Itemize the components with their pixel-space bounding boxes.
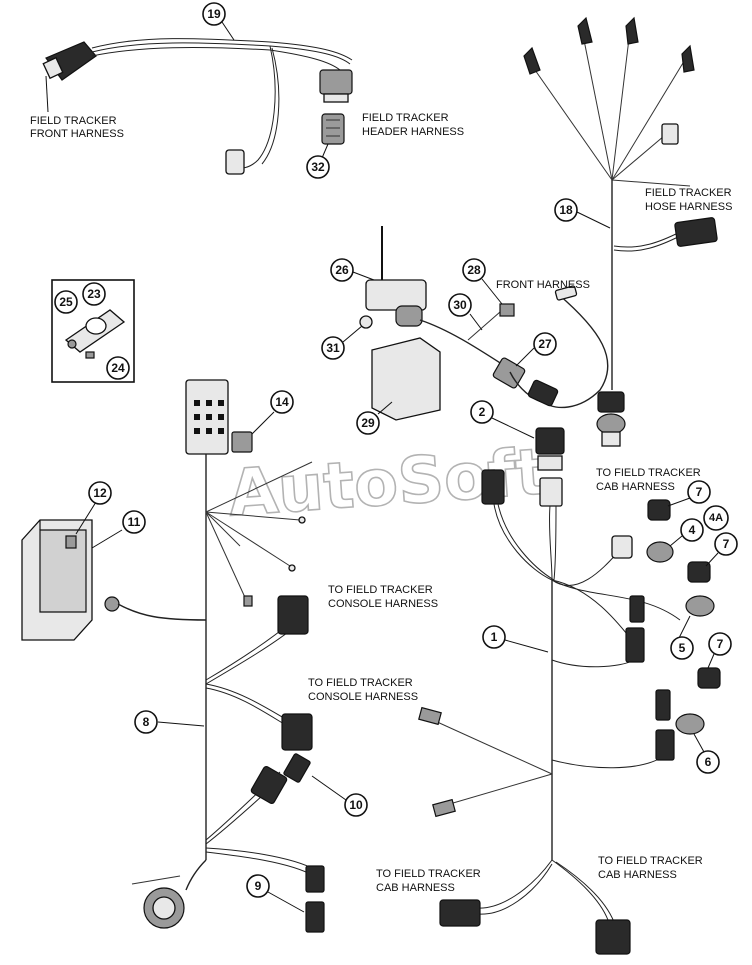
svg-text:28: 28 <box>467 263 481 277</box>
callout-6: 6 <box>693 733 720 774</box>
callout-12: 12 <box>75 481 112 535</box>
callout-14: 14 <box>251 390 294 435</box>
callout-10: 10 <box>311 775 368 817</box>
controller-module <box>21 519 207 641</box>
callout-4a: 4A <box>703 505 729 531</box>
svg-text:5: 5 <box>679 641 686 655</box>
callout-25: 25 <box>54 290 78 314</box>
callout-5: 5 <box>670 615 694 660</box>
svg-text:19: 19 <box>207 7 221 21</box>
callout-2: 2 <box>470 400 535 439</box>
label-field-tracker-hose-harness: FIELD TRACKER HOSE HARNESS <box>645 187 735 213</box>
callout-7-middle: 7 <box>705 532 738 567</box>
front-harness-connector <box>509 285 609 409</box>
harness-1-assembly <box>418 427 721 955</box>
callout-24: 24 <box>106 356 130 380</box>
callout-28: 28 <box>462 258 503 305</box>
svg-text:12: 12 <box>93 486 107 500</box>
callout-31: 31 <box>321 325 363 360</box>
svg-text:23: 23 <box>87 287 101 301</box>
svg-text:6: 6 <box>705 755 712 769</box>
svg-text:7: 7 <box>717 637 724 651</box>
svg-text:14: 14 <box>275 395 289 409</box>
callout-23: 23 <box>82 282 106 306</box>
label-front-harness: FRONT HARNESS <box>496 279 590 291</box>
label-to-field-tracker-console-harness-2: TO FIELD TRACKER CONSOLE HARNESS <box>308 677 418 703</box>
callout-9: 9 <box>246 874 305 913</box>
field-tracker-hose-harness-assembly <box>523 16 718 447</box>
label-to-field-tracker-console-harness-1: TO FIELD TRACKER CONSOLE HARNESS <box>328 584 438 610</box>
label-field-tracker-header-harness: FIELD TRACKER HEADER HARNESS <box>362 112 464 138</box>
svg-text:7: 7 <box>696 485 703 499</box>
callout-19: 19 <box>202 2 235 41</box>
callout-30: 30 <box>448 293 483 331</box>
field-tracker-front-harness-assembly <box>42 38 353 175</box>
svg-text:4A: 4A <box>709 512 723 524</box>
svg-text:26: 26 <box>335 263 349 277</box>
svg-text:8: 8 <box>143 715 150 729</box>
callout-27: 27 <box>515 332 557 367</box>
callout-11: 11 <box>91 510 146 549</box>
callout-7-upper: 7 <box>667 480 711 507</box>
callout-7-lower: 7 <box>707 632 732 669</box>
svg-text:25: 25 <box>59 295 73 309</box>
callout-1: 1 <box>482 625 549 653</box>
svg-text:11: 11 <box>128 515 141 529</box>
svg-text:10: 10 <box>349 798 363 812</box>
svg-text:27: 27 <box>538 337 552 351</box>
callout-26: 26 <box>330 258 375 282</box>
svg-text:30: 30 <box>453 298 467 312</box>
svg-text:18: 18 <box>559 203 573 217</box>
svg-text:2: 2 <box>479 405 486 419</box>
callout-32: 32 <box>306 143 330 179</box>
svg-text:31: 31 <box>326 341 340 355</box>
callout-8: 8 <box>134 710 205 734</box>
svg-text:24: 24 <box>111 361 125 375</box>
svg-text:9: 9 <box>255 879 262 893</box>
valve-bracket-assembly <box>359 226 526 421</box>
label-field-tracker-front-harness: FIELD TRACKER FRONT HARNESS <box>30 115 124 140</box>
svg-text:4: 4 <box>689 523 696 537</box>
svg-text:29: 29 <box>361 416 375 430</box>
svg-text:1: 1 <box>491 630 498 644</box>
label-to-field-tracker-cab-harness-lower-right: TO FIELD TRACKER CAB HARNESS <box>598 855 706 881</box>
svg-text:32: 32 <box>311 160 325 174</box>
label-to-field-tracker-cab-harness-lower-left: TO FIELD TRACKER CAB HARNESS <box>376 868 484 894</box>
callout-18: 18 <box>554 198 611 229</box>
callout-4: 4 <box>669 518 704 547</box>
svg-text:7: 7 <box>723 537 730 551</box>
main-harness-assembly <box>131 379 325 933</box>
label-to-field-tracker-cab-harness-upper: TO FIELD TRACKER CAB HARNESS <box>596 467 704 493</box>
callout-29: 29 <box>356 401 393 435</box>
